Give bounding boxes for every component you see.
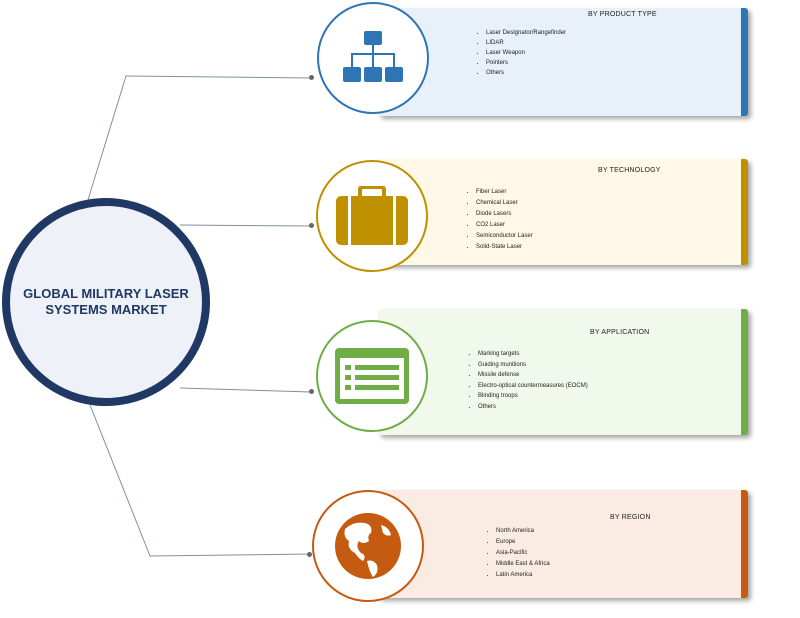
icon-circle-technology xyxy=(316,160,428,272)
segment-card-region: BY REGION North America Europe Asia-Paci… xyxy=(378,490,748,598)
list-item: LIDAR xyxy=(486,38,566,48)
connector-application xyxy=(179,387,312,393)
market-hub-circle: GLOBAL MILITARY LASER SYSTEMS MARKET xyxy=(2,198,210,406)
segment-title: BY PRODUCT TYPE xyxy=(588,11,657,18)
globe-icon xyxy=(335,513,401,579)
list-item: Asia-Pacific xyxy=(496,548,550,559)
list-item: Middle East & Africa xyxy=(496,559,550,570)
list-item: Others xyxy=(478,402,588,413)
segment-items: Fiber Laser Chemical Laser Diode Lasers … xyxy=(464,187,533,253)
form-list-icon xyxy=(335,348,409,404)
segment-card-application: BY APPLICATION Marking targets Guiding m… xyxy=(378,309,748,435)
connector-dot xyxy=(307,552,312,557)
list-item: North America xyxy=(496,526,550,537)
icon-circle-region xyxy=(312,490,424,602)
icon-circle-application xyxy=(316,320,428,432)
briefcase-icon xyxy=(336,186,408,245)
list-item: CO2 Laser xyxy=(476,220,533,231)
hub-title: GLOBAL MILITARY LASER SYSTEMS MARKET xyxy=(23,286,189,317)
org-chart-icon xyxy=(343,31,403,82)
segment-title: BY TECHNOLOGY xyxy=(598,167,661,174)
list-item: Blinding troops xyxy=(478,391,588,402)
list-item: Pointers xyxy=(486,58,566,68)
connector-dot xyxy=(309,223,314,228)
segment-items: North America Europe Asia-Pacific Middle… xyxy=(484,526,550,581)
connector-dot xyxy=(309,389,314,394)
list-item: Guiding munitions xyxy=(478,360,588,371)
segment-title: BY REGION xyxy=(610,514,651,521)
list-item: Marking targets xyxy=(478,349,588,360)
list-item: Laser Weapon xyxy=(486,48,566,58)
list-item: Latin America xyxy=(496,570,550,581)
list-item: Others xyxy=(486,68,566,78)
segment-items: Marking targets Guiding munitions Missil… xyxy=(466,349,588,412)
connector-dot xyxy=(309,75,314,80)
list-item: Missile defense xyxy=(478,370,588,381)
connector-technology xyxy=(179,224,312,227)
list-item: Fiber Laser xyxy=(476,187,533,198)
list-item: Semiconductor Laser xyxy=(476,231,533,242)
list-item: Diode Lasers xyxy=(476,209,533,220)
list-item: Chemical Laser xyxy=(476,198,533,209)
segment-card-technology: BY TECHNOLOGY Fiber Laser Chemical Laser… xyxy=(378,159,748,265)
segment-items: Laser Designator/Rangefinder LIDAR Laser… xyxy=(474,28,566,78)
icon-circle-product-type xyxy=(317,2,429,114)
list-item: Electro-optical countermeasures (EOCM) xyxy=(478,381,588,392)
list-item: Europe xyxy=(496,537,550,548)
list-item: Laser Designator/Rangefinder xyxy=(486,28,566,38)
connector-region xyxy=(89,404,312,557)
list-item: Solid-State Laser xyxy=(476,242,533,253)
segment-title: BY APPLICATION xyxy=(590,329,650,336)
segment-card-product-type: BY PRODUCT TYPE Laser Designator/Rangefi… xyxy=(378,8,748,116)
connector-product-type xyxy=(87,75,312,201)
